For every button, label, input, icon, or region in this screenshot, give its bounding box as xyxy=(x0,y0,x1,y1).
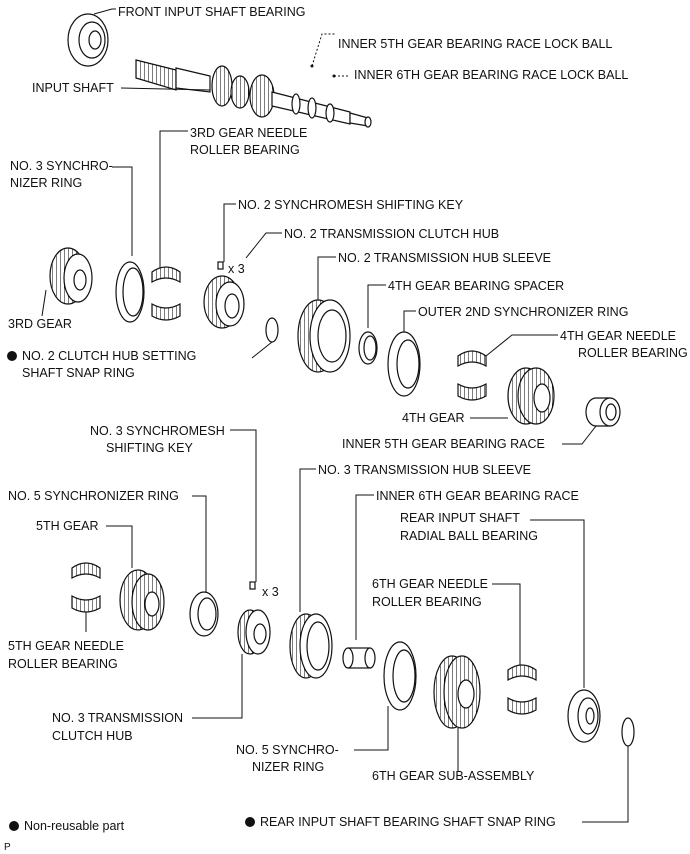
no3-synchronizer-ring xyxy=(115,261,145,323)
label-inner-6th-race: INNER 6TH GEAR BEARING RACE xyxy=(376,489,579,503)
label-6th-needle-line1: 6TH GEAR NEEDLE xyxy=(372,577,488,591)
4th-gear-bearing-spacer xyxy=(358,331,378,365)
label-6th-gear-sub-assembly: 6TH GEAR SUB-ASSEMBLY xyxy=(372,769,535,783)
label-no5-sync-line1: NO. 5 SYNCHRO- xyxy=(236,743,339,757)
label-snap-ring-line2: SHAFT SNAP RING xyxy=(22,366,135,380)
no2-clutch-hub xyxy=(203,261,245,329)
no5-sync-ring-lower xyxy=(383,641,417,711)
6th-gear-needle-bearing xyxy=(507,664,537,715)
label-4th-gear: 4TH GEAR xyxy=(402,411,465,425)
label-3rd-needle-line2: ROLLER BEARING xyxy=(190,143,300,157)
label-no3-sync-ring-line2: NIZER RING xyxy=(10,176,82,190)
label-4th-needle-line1: 4TH GEAR NEEDLE xyxy=(560,329,676,343)
legend-dot-icon xyxy=(9,821,19,831)
label-6th-needle-line2: ROLLER BEARING xyxy=(372,595,482,609)
label-no3-key-line1: NO. 3 SYNCHROMESH xyxy=(90,424,225,438)
label-inner-5th-race: INNER 5TH GEAR BEARING RACE xyxy=(342,437,545,451)
label-inner-6th-lock-ball: INNER 6TH GEAR BEARING RACE LOCK BALL xyxy=(354,68,628,82)
inner-5th-gear-bearing-race xyxy=(585,397,621,427)
label-snap-ring-line1: NO. 2 CLUTCH HUB SETTING xyxy=(22,349,196,363)
label-no2-hub-sleeve: NO. 2 TRANSMISSION HUB SLEEVE xyxy=(338,251,551,265)
label-rear-bearing-line1: REAR INPUT SHAFT xyxy=(400,511,520,525)
label-no5-sync-line2: NIZER RING xyxy=(252,760,324,774)
no2-snap-ring-callout xyxy=(7,351,17,361)
label-no3-hub-line2: CLUTCH HUB xyxy=(52,729,133,743)
3rd-gear-needle-bearing xyxy=(151,266,181,321)
no5-synchronizer-ring xyxy=(189,591,219,637)
legend-nonreusable: Non-reusable part xyxy=(24,819,125,833)
label-x3-top: x 3 xyxy=(228,262,245,276)
outer-2nd-synchronizer-ring xyxy=(387,331,421,397)
label-5th-gear: 5TH GEAR xyxy=(36,519,99,533)
5th-gear xyxy=(119,569,165,631)
label-front-input-shaft-bearing: FRONT INPUT SHAFT BEARING xyxy=(118,5,306,19)
4th-gear-needle-bearing xyxy=(457,350,487,401)
label-outer-2nd-sync-ring: OUTER 2ND SYNCHRONIZER RING xyxy=(418,305,628,319)
label-3rd-gear: 3RD GEAR xyxy=(8,317,72,331)
label-input-shaft: INPUT SHAFT xyxy=(32,81,114,95)
label-4th-needle-line2: ROLLER BEARING xyxy=(578,346,688,360)
4th-gear xyxy=(507,367,555,425)
label-no3-hub-sleeve: NO. 3 TRANSMISSION HUB SLEEVE xyxy=(318,463,531,477)
no2-hub-setting-snap-ring xyxy=(265,317,279,343)
label-3rd-needle-line1: 3RD GEAR NEEDLE xyxy=(190,126,307,140)
inner-6th-gear-bearing-race xyxy=(342,647,376,669)
label-no3-hub-line1: NO. 3 TRANSMISSION xyxy=(52,711,183,725)
label-no2-shifting-key: NO. 2 SYNCHROMESH SHIFTING KEY xyxy=(238,198,464,212)
no3-hub-sleeve xyxy=(289,613,333,679)
3rd-gear xyxy=(49,247,93,305)
label-rear-snap-ring: REAR INPUT SHAFT BEARING SHAFT SNAP RING xyxy=(260,815,556,829)
front-input-shaft-bearing xyxy=(67,13,109,67)
label-4th-bearing-spacer: 4TH GEAR BEARING SPACER xyxy=(388,279,564,293)
label-no2-clutch-hub: NO. 2 TRANSMISSION CLUTCH HUB xyxy=(284,227,499,241)
no3-clutch-hub xyxy=(237,581,271,655)
rear-input-shaft-radial-ball-bearing xyxy=(567,689,601,743)
6th-gear-sub-assembly xyxy=(433,655,481,729)
label-5th-needle-line1: 5TH GEAR NEEDLE xyxy=(8,639,124,653)
5th-gear-needle-bearing xyxy=(71,562,101,613)
label-x3-bottom: x 3 xyxy=(262,585,279,599)
label-no3-key-line2: SHIFTING KEY xyxy=(106,441,193,455)
label-no3-sync-ring-line1: NO. 3 SYNCHRO- xyxy=(10,159,113,173)
rear-snap-ring-dot-icon xyxy=(245,817,255,827)
label-rear-bearing-line2: RADIAL BALL BEARING xyxy=(400,529,538,543)
rear-snap-ring xyxy=(621,717,635,747)
label-5th-needle-line2: ROLLER BEARING xyxy=(8,657,118,671)
label-no5-sync-ring: NO. 5 SYNCHRONIZER RING xyxy=(8,489,179,503)
label-inner-5th-lock-ball: INNER 5TH GEAR BEARING RACE LOCK BALL xyxy=(338,37,612,51)
input-shaft xyxy=(135,59,372,128)
no2-hub-sleeve xyxy=(297,299,351,373)
corner-code: P xyxy=(4,842,11,853)
